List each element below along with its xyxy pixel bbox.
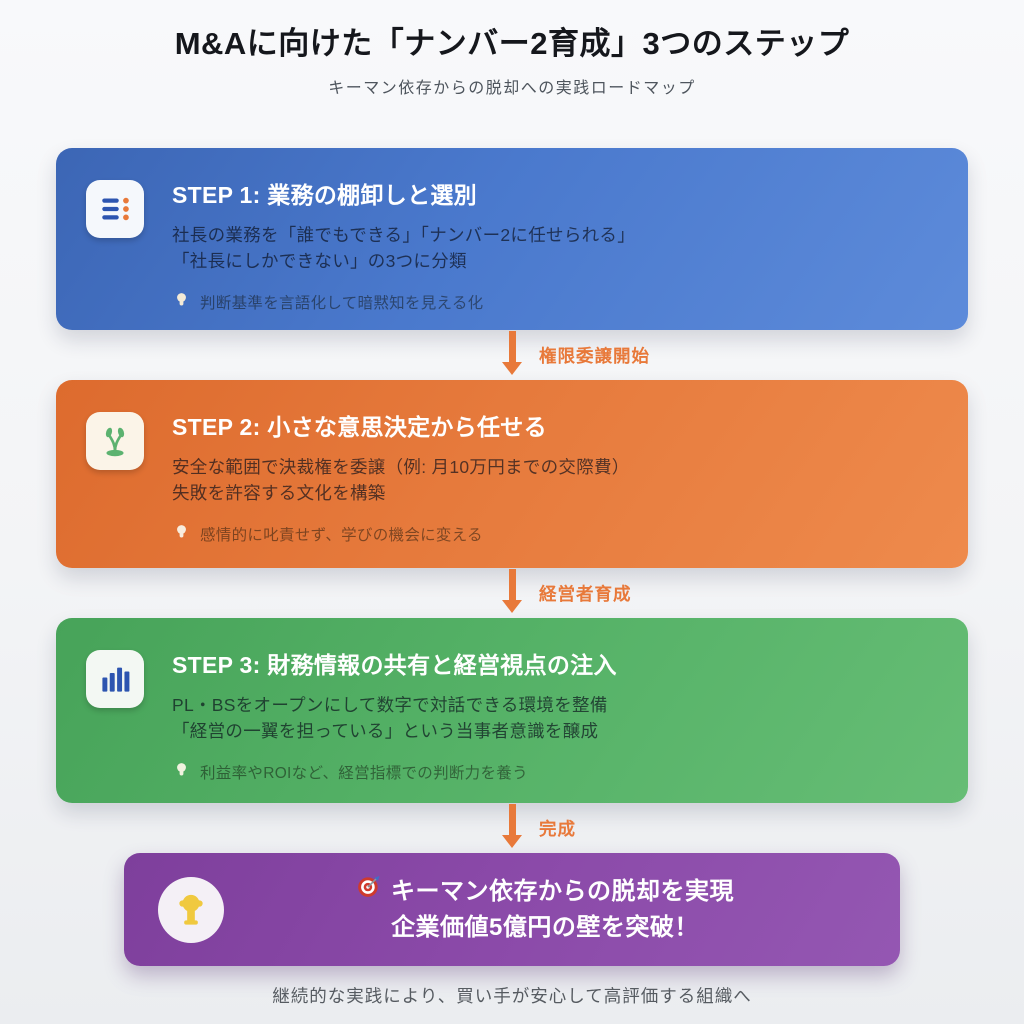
step-2-body: 安全な範囲で決裁権を委譲（例: 月10万円までの交際費） 失敗を許容する文化を構…: [172, 457, 630, 504]
seedling-icon: [86, 412, 144, 470]
arrow-down-icon: [502, 835, 522, 848]
step-3-body: PL・BSをオープンにして数字で対話できる環境を整備 「経営の一翼を担っている」…: [172, 695, 608, 742]
step-2-tip: 感情的に叱責せず、学びの機会に変える: [172, 522, 934, 546]
lightbulb-icon: [172, 522, 191, 546]
goal-text: キーマン依存からの脱却を実現 企業価値5億円の壁を突破！: [224, 873, 866, 946]
step-3-tip: 利益率やROIなど、経営指標での判断力を養う: [172, 760, 934, 784]
checklist-icon: [86, 180, 144, 238]
footer-note: 継続的な実践により、買い手が安心して高評価する組織へ: [272, 986, 752, 1006]
goal-line-2: 企業価値5億円の壁を突破！: [391, 914, 699, 941]
step-1-tip-text: 判断基準を言語化して暗黙知を見える化: [200, 294, 484, 312]
step-1-body: 社長の業務を「誰でもできる」「ナンバー2に任せられる」 「社長にしかできない」の…: [172, 225, 636, 272]
step-2-title: STEP 2: 小さな意思決定から任せる: [172, 414, 547, 440]
arrow-2-label: 経営者育成: [539, 584, 632, 604]
step-2-content: STEP 2: 小さな意思決定から任せる 安全な範囲で決裁権を委譲（例: 月10…: [172, 408, 934, 546]
arrow-2: 経営者育成: [56, 568, 968, 618]
page-title: M&Aに向けた「ナンバー2育成」3つのステップ: [174, 26, 850, 61]
trophy-icon: [158, 876, 224, 943]
goal-banner: キーマン依存からの脱却を実現 企業価値5億円の壁を突破！: [124, 853, 900, 966]
arrow-down-icon: [502, 600, 522, 613]
step-2-card: STEP 2: 小さな意思決定から任せる 安全な範囲で決裁権を委譲（例: 月10…: [56, 380, 968, 568]
step-3-content: STEP 3: 財務情報の共有と経営視点の注入 PL・BSをオープンにして数字で…: [172, 646, 934, 784]
steps-stack: STEP 1: 業務の棚卸しと選別 社長の業務を「誰でもできる」「ナンバー2に任…: [56, 148, 968, 853]
arrow-3: 完成: [56, 803, 968, 853]
goal-line-1: キーマン依存からの脱却を実現: [356, 873, 734, 910]
step-3-card: STEP 3: 財務情報の共有と経営視点の注入 PL・BSをオープンにして数字で…: [56, 618, 968, 803]
lightbulb-icon: [172, 760, 191, 784]
page-subtitle: キーマン依存からの脱却への実践ロードマップ: [328, 80, 696, 97]
header: M&Aに向けた「ナンバー2育成」3つのステップ キーマン依存からの脱却への実践ロ…: [0, 0, 1024, 98]
step-1-card: STEP 1: 業務の棚卸しと選別 社長の業務を「誰でもできる」「ナンバー2に任…: [56, 148, 968, 330]
arrow-down-icon: [508, 804, 516, 835]
arrow-1-label: 権限委譲開始: [539, 346, 650, 366]
arrow-down-icon: [508, 331, 516, 362]
step-3-title: STEP 3: 財務情報の共有と経営視点の注入: [172, 652, 617, 678]
lightbulb-icon: [172, 290, 191, 314]
step-1-content: STEP 1: 業務の棚卸しと選別 社長の業務を「誰でもできる」「ナンバー2に任…: [172, 176, 934, 314]
arrow-down-icon: [502, 362, 522, 375]
goal-line-1-text: キーマン依存からの脱却を実現: [391, 877, 734, 905]
bar-chart-icon: [86, 650, 144, 708]
target-icon: [356, 873, 382, 910]
step-1-title: STEP 1: 業務の棚卸しと選別: [172, 182, 477, 208]
arrow-3-label: 完成: [539, 819, 576, 839]
step-2-tip-text: 感情的に叱責せず、学びの機会に変える: [200, 526, 483, 544]
arrow-down-icon: [508, 569, 516, 600]
step-1-tip: 判断基準を言語化して暗黙知を見える化: [172, 290, 934, 314]
arrow-1: 権限委譲開始: [56, 330, 968, 380]
step-3-tip-text: 利益率やROIなど、経営指標での判断力を養う: [200, 764, 528, 782]
